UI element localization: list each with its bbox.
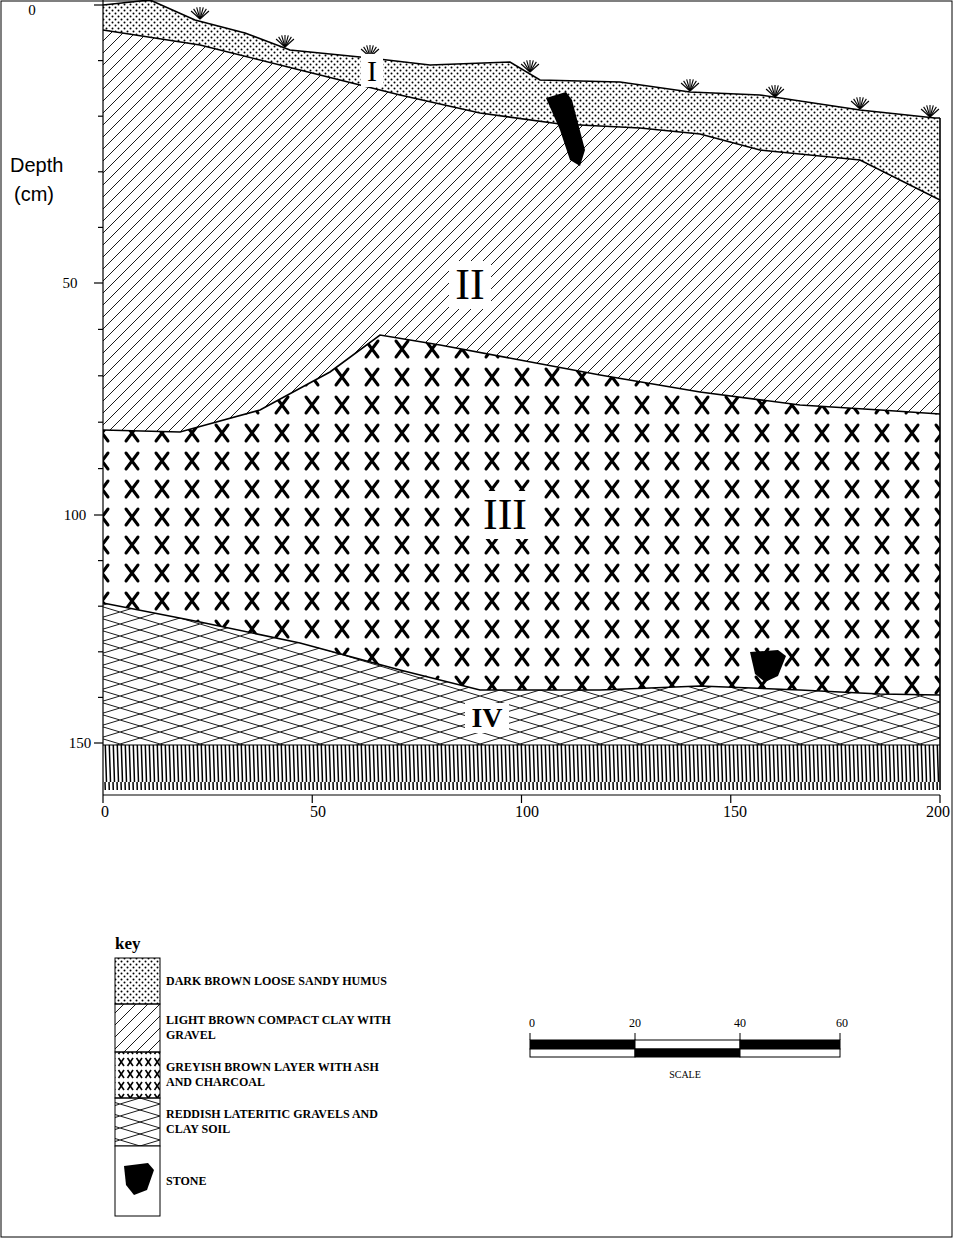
tick (94, 282, 103, 283)
tick (98, 651, 103, 652)
tick (772, 85, 775, 97)
tick (94, 4, 103, 5)
scale-number: 20 (629, 1017, 641, 1030)
tick (94, 742, 103, 743)
distance-tick-label: 100 (515, 803, 539, 821)
tick (312, 795, 313, 803)
tick (200, 11, 209, 19)
tick (98, 468, 103, 469)
tick (98, 606, 103, 607)
tick (690, 83, 699, 91)
tick (98, 227, 103, 228)
scale-title: SCALE (669, 1069, 701, 1080)
legend-text: GREYISH BROWN LAYER WITH ASH AND CHARCOA… (166, 1060, 391, 1090)
scale-number: 0 (529, 1017, 535, 1030)
tick (98, 329, 103, 330)
depth-tick-label: 50 (63, 275, 78, 292)
tick (94, 514, 103, 515)
layer-number: IV (465, 703, 508, 734)
scale-number: 40 (734, 1017, 746, 1030)
distance-tick-label: 0 (101, 803, 109, 821)
distance-tick-label: 50 (310, 803, 326, 821)
tick (197, 7, 200, 19)
axis-title: Depth (10, 154, 63, 176)
tick (98, 697, 103, 698)
tick (860, 101, 869, 109)
tick (102, 795, 103, 803)
tick (687, 79, 690, 91)
tick (527, 60, 530, 72)
tick (98, 171, 103, 172)
layer-number: III (477, 491, 533, 539)
tick (521, 795, 522, 803)
tick (730, 795, 731, 803)
tick (530, 64, 539, 72)
legend-title: key (115, 935, 141, 954)
tick (282, 35, 285, 47)
legend-text: REDDISH LATERITIC GRAVELS AND CLAY SOIL (166, 1107, 391, 1137)
tick (98, 560, 103, 561)
tick (939, 795, 940, 803)
tick (98, 375, 103, 376)
tick (857, 97, 860, 109)
distance-tick-label: 150 (723, 803, 747, 821)
depth-tick-label: 150 (69, 735, 92, 752)
tick (930, 109, 939, 117)
legend-text: DARK BROWN LOOSE SANDY HUMUS (166, 974, 391, 989)
depth-tick-label: 0 (28, 2, 36, 19)
axis-title: (cm) (14, 183, 54, 205)
tick (927, 105, 930, 117)
tick (285, 39, 294, 47)
depth-tick-label: 100 (64, 507, 87, 524)
scale-number: 60 (836, 1017, 848, 1030)
layer-number: II (449, 261, 490, 309)
tick (98, 116, 103, 117)
tick (775, 89, 784, 97)
tick (98, 422, 103, 423)
distance-tick-label: 200 (926, 803, 950, 821)
tick (98, 60, 103, 61)
legend-text: LIGHT BROWN COMPACT CLAY WITH GRAVEL (166, 1013, 391, 1043)
legend-text: STONE (166, 1174, 391, 1189)
layer-number: I (361, 54, 383, 87)
